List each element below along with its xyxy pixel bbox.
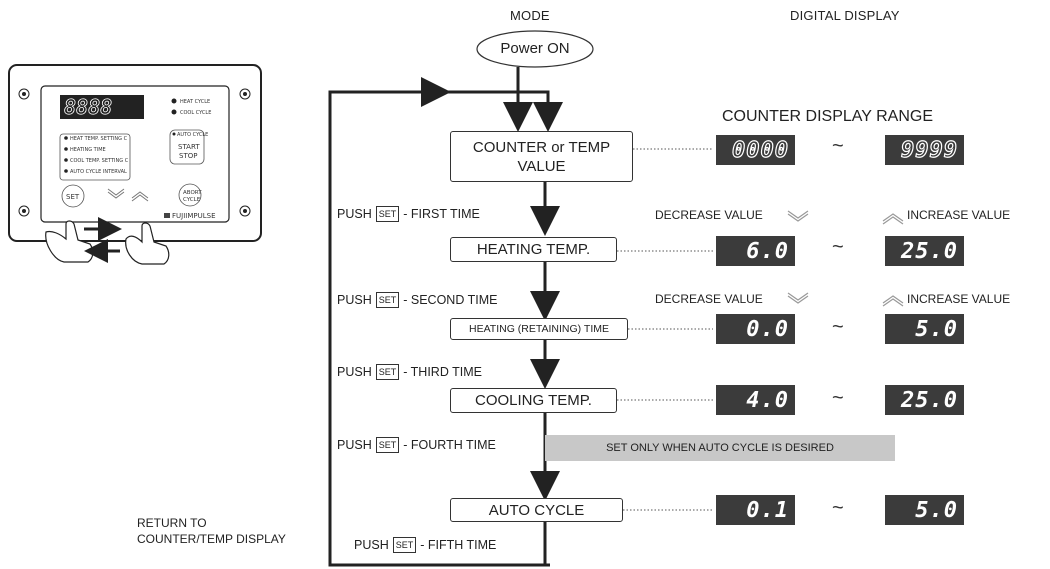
control-panel: 8888 HEAT CYCLE COOL CYCLE HEAT TEMP. SE… <box>8 64 262 265</box>
heating-temp-box: HEATING TEMP. <box>450 237 617 262</box>
cooling-temp-box: COOLING TEMP. <box>450 388 617 413</box>
display-heating-temp-max: 25.0 <box>885 236 964 266</box>
display-heating-time-max: 5.0 <box>885 314 964 344</box>
decrease-label-1: DECREASE VALUE <box>655 208 763 222</box>
return-label-line2: COUNTER/TEMP DISPLAY <box>137 532 286 546</box>
power-on-label: Power ON <box>500 40 570 57</box>
svg-text:COOL TEMP. SETTING C: COOL TEMP. SETTING C <box>70 158 129 164</box>
return-label-line1: RETURN TO <box>137 516 207 530</box>
counter-temp-box: COUNTER or TEMP VALUE <box>450 131 633 182</box>
svg-text:START: START <box>178 143 200 151</box>
svg-text:HEAT CYCLE: HEAT CYCLE <box>180 99 210 105</box>
svg-text:ABORT: ABORT <box>183 190 202 196</box>
increase-label-1: INCREASE VALUE <box>907 208 1011 222</box>
svg-text:SET: SET <box>66 193 80 201</box>
svg-text:COOL CYCLE: COOL CYCLE <box>180 110 211 116</box>
display-heating-time-min: 0.0 <box>716 314 795 344</box>
hand-left-icon <box>45 220 94 263</box>
range-tilde: ~ <box>832 497 844 519</box>
display-counter-max: 9999 <box>885 135 964 165</box>
decrease-label-2: DECREASE VALUE <box>655 292 763 306</box>
svg-text:CYCLE: CYCLE <box>183 197 201 203</box>
svg-text:HEAT TEMP. SETTING C: HEAT TEMP. SETTING C <box>70 136 128 142</box>
display-cooling-temp-max: 25.0 <box>885 385 964 415</box>
svg-text:AUTO CYCLE: AUTO CYCLE <box>177 132 208 138</box>
display-heating-temp-min: 6.0 <box>716 236 795 266</box>
panel-set-button <box>61 184 85 208</box>
display-auto-cycle-min: 0.1 <box>716 495 795 525</box>
screw-icon <box>18 88 251 217</box>
range-tilde: ~ <box>832 387 844 409</box>
counter-range-title: COUNTER DISPLAY RANGE <box>722 108 934 125</box>
increase-label-2: INCREASE VALUE <box>907 292 1011 306</box>
range-tilde: ~ <box>832 316 844 338</box>
panel-display-text: 8888 <box>64 95 112 119</box>
range-tilde: ~ <box>832 236 844 258</box>
svg-text:FUJIIMPULSE: FUJIIMPULSE <box>172 212 216 220</box>
display-counter-min: 0000 <box>716 135 795 165</box>
heating-time-box: HEATING (RETAINING) TIME <box>450 318 628 340</box>
svg-text:STOP: STOP <box>179 152 197 160</box>
auto-cycle-note: SET ONLY WHEN AUTO CYCLE IS DESIRED <box>545 435 895 461</box>
mode-header: MODE <box>510 8 550 23</box>
digital-display-header: DIGITAL DISPLAY <box>790 8 900 23</box>
svg-text:AUTO CYCLE INTERVAL: AUTO CYCLE INTERVAL <box>70 169 127 175</box>
hand-right-icon <box>125 222 170 265</box>
display-auto-cycle-max: 5.0 <box>885 495 964 525</box>
chevron-up-icon <box>882 213 904 222</box>
power-on-ellipse <box>476 30 594 68</box>
svg-text:HEATING TIME: HEATING TIME <box>70 147 106 153</box>
auto-cycle-box: AUTO CYCLE <box>450 498 623 522</box>
range-tilde: ~ <box>832 135 844 157</box>
chevron-down-icon <box>787 213 809 222</box>
display-cooling-temp-min: 4.0 <box>716 385 795 415</box>
